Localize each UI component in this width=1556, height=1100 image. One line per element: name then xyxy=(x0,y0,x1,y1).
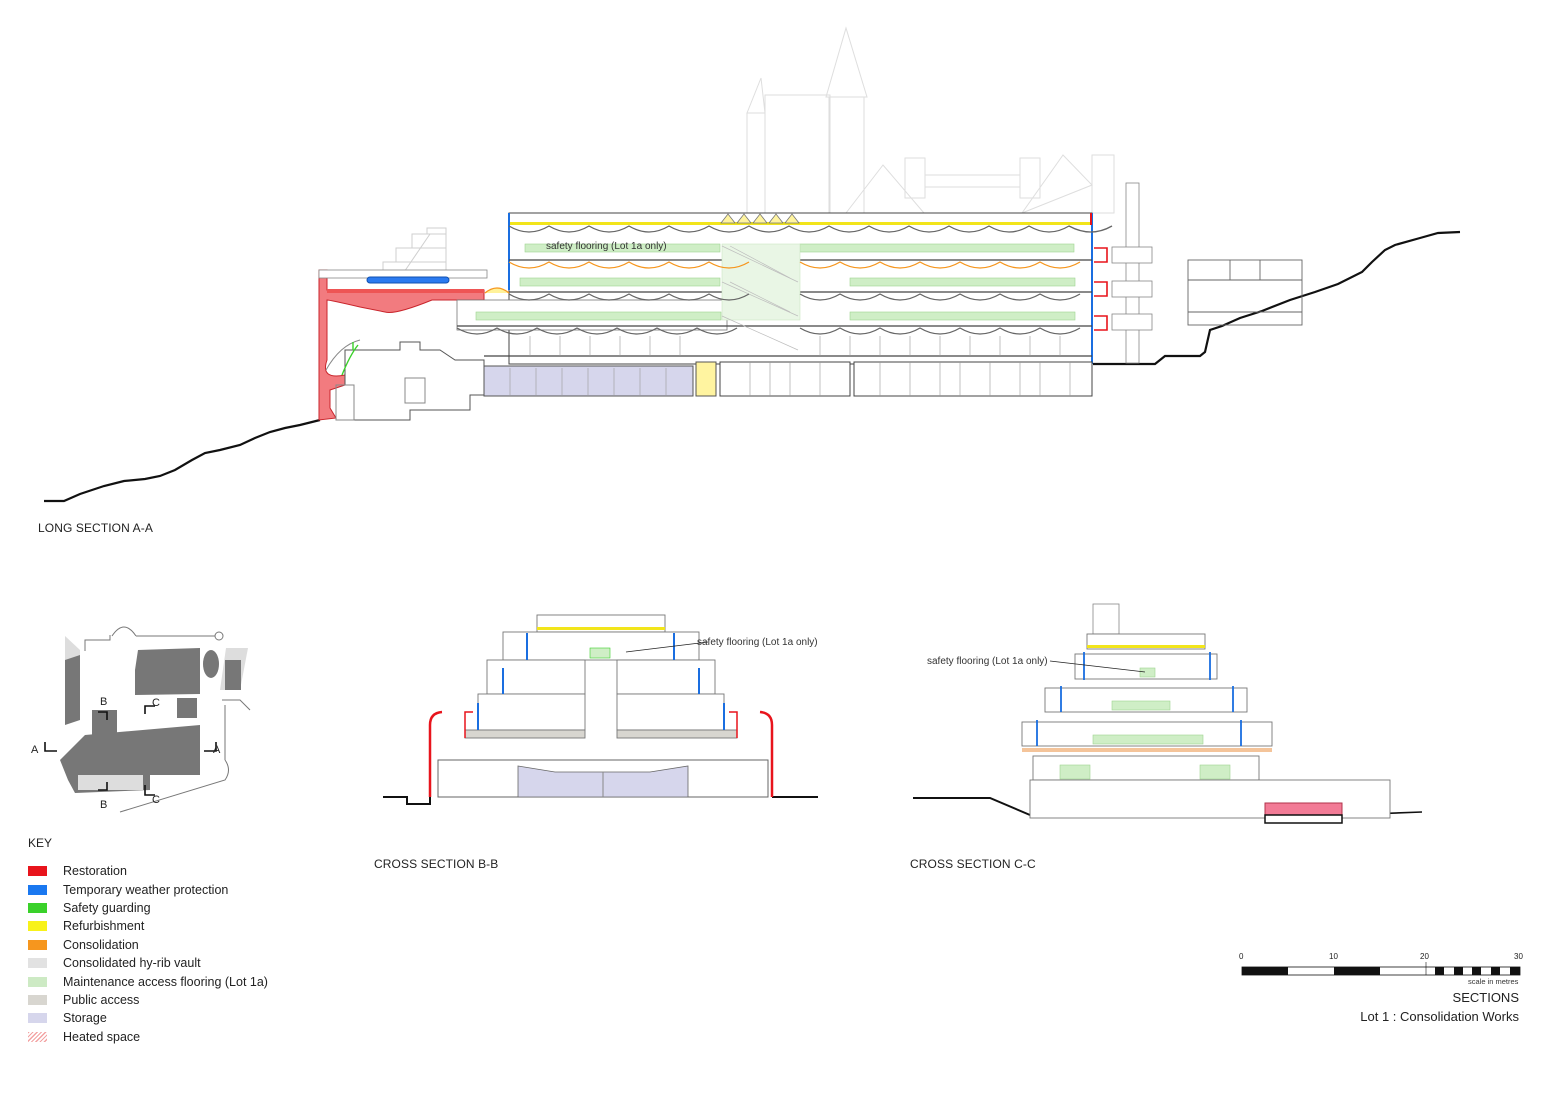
ghost-background-buildings xyxy=(746,26,1115,215)
marker-c-top: C xyxy=(152,697,160,709)
legend-item-safety-guarding: Safety guarding xyxy=(28,899,268,917)
marker-c-bottom: C xyxy=(152,794,160,806)
swatch-heated-space xyxy=(28,1031,47,1042)
legend-item-consolidated-hy-rib-vault: Consolidated hy-rib vault xyxy=(28,954,268,972)
refurb-basement xyxy=(695,361,717,397)
main-block-outline xyxy=(508,212,1093,365)
drawing-subtitle: Lot 1 : Consolidation Works xyxy=(1360,1009,1519,1024)
swatch-temporary-weather-protection xyxy=(28,884,47,895)
vault-arches xyxy=(456,225,1113,335)
legend-title: KEY xyxy=(28,836,53,850)
legend: KEY Restoration Temporary weather protec… xyxy=(28,836,268,1046)
swatch-refurbishment xyxy=(28,921,47,932)
cross-section-b-label: CROSS SECTION B-B xyxy=(374,857,499,871)
ground-line-right xyxy=(1093,230,1461,366)
legend-item-restoration: Restoration xyxy=(28,862,268,880)
marker-a-left: A xyxy=(31,744,39,756)
scale-unit-label: scale in metres xyxy=(1468,977,1519,986)
long-section-label: LONG SECTION A-A xyxy=(38,521,153,535)
key-plan: A A B B C C xyxy=(31,626,251,813)
swatch-storage xyxy=(28,1013,47,1024)
marker-b-top: B xyxy=(100,696,107,708)
heated-space-c xyxy=(1264,802,1343,816)
legend-item-public-access: Public access xyxy=(28,991,268,1009)
swatch-consolidation xyxy=(28,939,47,950)
legend-item-consolidation: Consolidation xyxy=(28,936,268,954)
legend-item-temporary-weather-protection: Temporary weather protection xyxy=(28,880,268,898)
scale-tick-0: 0 xyxy=(1239,952,1244,961)
swatch-maintenance-access-flooring xyxy=(28,976,47,987)
drawing-title: SECTIONS xyxy=(1452,990,1519,1005)
swatch-safety-guarding xyxy=(28,902,47,913)
cross-section-c-label: CROSS SECTION C-C xyxy=(910,857,1036,871)
scale-tick-30: 30 xyxy=(1514,952,1523,961)
storage-basement xyxy=(483,365,694,397)
marker-a-right: A xyxy=(213,744,221,756)
scale-tick-10: 10 xyxy=(1329,952,1338,961)
swatch-consolidated-hy-rib-vault xyxy=(28,958,47,969)
long-section-a-a: safety flooring (Lot 1a only) xyxy=(44,182,1461,503)
cross-b-annotation: safety flooring (Lot 1a only) xyxy=(697,637,818,648)
marker-b-bottom: B xyxy=(100,799,107,811)
cross-section-b-b: safety flooring (Lot 1a only) xyxy=(383,614,818,805)
cross-c-annotation: safety flooring (Lot 1a only) xyxy=(927,656,1048,667)
swatch-public-access xyxy=(28,994,47,1005)
scale-tick-20: 20 xyxy=(1420,952,1429,961)
restoration-wall xyxy=(318,269,485,421)
legend-item-maintenance-access-flooring: Maintenance access flooring (Lot 1a) xyxy=(28,972,268,990)
temp-weather-protection xyxy=(366,276,450,284)
swatch-restoration xyxy=(28,866,47,877)
ground-line-left xyxy=(44,418,321,503)
legend-item-refurbishment: Refurbishment xyxy=(28,917,268,935)
long-section-annotation: safety flooring (Lot 1a only) xyxy=(546,241,667,252)
legend-item-heated-space: Heated space xyxy=(28,1028,268,1046)
legend-item-storage: Storage xyxy=(28,1009,268,1027)
scale-bar-graphic xyxy=(1241,962,1521,976)
cross-section-c-c: safety flooring (Lot 1a only) xyxy=(913,603,1423,824)
